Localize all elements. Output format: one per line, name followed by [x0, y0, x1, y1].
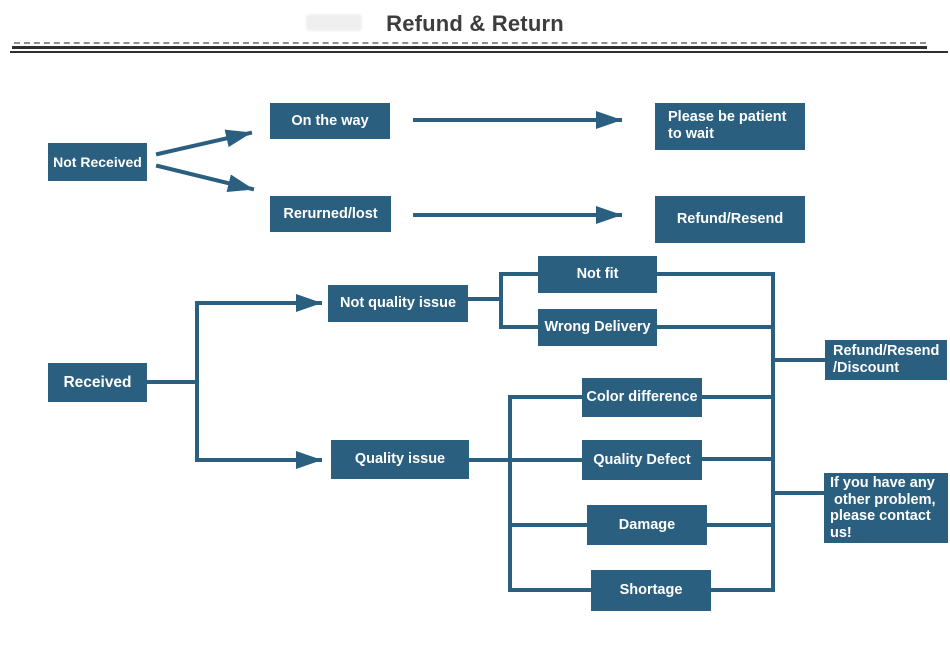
- flow-node-not-quality-issue: Not quality issue: [328, 285, 468, 322]
- title-rule-bottom: [10, 51, 948, 53]
- title-rule-dashed: [14, 42, 926, 44]
- watermark-artifact: [306, 14, 362, 31]
- flow-node-damage: Damage: [587, 505, 707, 545]
- arrow-notreceived-returnedlost: [155, 163, 255, 193]
- flow-node-shortage: Shortage: [591, 570, 711, 611]
- flow-node-be-patient: Please be patient to wait: [655, 103, 805, 150]
- flow-node-wrong-delivery: Wrong Delivery: [538, 309, 657, 346]
- flow-node-quality-issue: Quality issue: [331, 440, 469, 479]
- flow-node-on-the-way: On the way: [270, 103, 390, 139]
- page-title: Refund & Return: [386, 11, 564, 36]
- flow-node-not-fit: Not fit: [538, 256, 657, 293]
- arrow-notreceived-ontheway: [155, 129, 253, 157]
- flow-node-quality-defect: Quality Defect: [582, 440, 702, 480]
- flow-node-refund-resend: Refund/Resend: [655, 196, 805, 243]
- flow-node-returned-lost: Rerurned/lost: [270, 196, 391, 232]
- title-rule-top: [12, 46, 927, 49]
- flow-node-color-difference: Color difference: [582, 378, 702, 417]
- flow-node-not-received: Not Received: [48, 143, 147, 181]
- flow-node-received: Received: [48, 363, 147, 402]
- flow-node-other-problem: If you have any other problem, please co…: [824, 473, 948, 543]
- flow-node-refund-resend-discount: Refund/Resend /Discount: [825, 340, 947, 380]
